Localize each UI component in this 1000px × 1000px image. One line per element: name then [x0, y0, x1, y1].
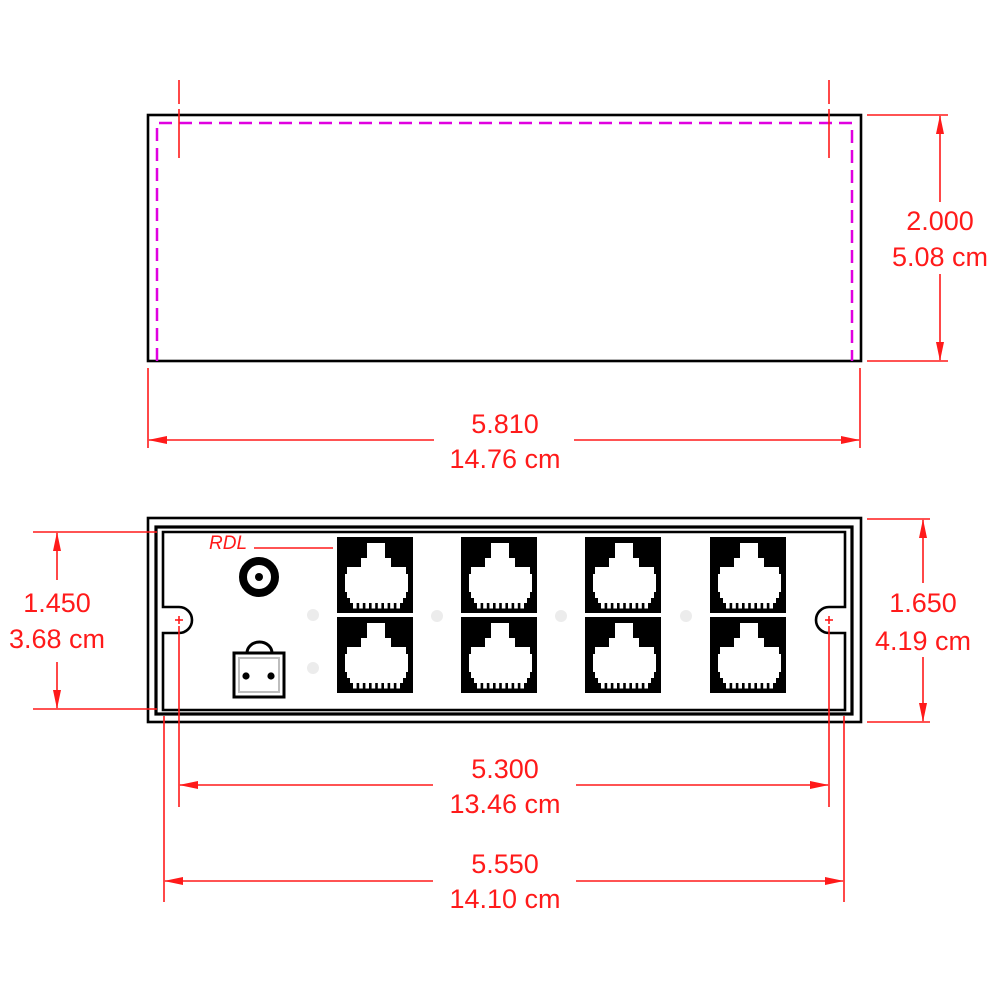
front-view-outer-outline	[146, 516, 863, 724]
arrowhead-left-icon	[164, 877, 183, 885]
bnc-connector-icon	[239, 557, 279, 597]
rj45-jack-icon	[461, 617, 537, 693]
rj45-jack-icon	[710, 617, 786, 693]
panel-height-cm: 3.68 cm	[9, 624, 105, 654]
rj45-jack-icon	[461, 537, 537, 613]
arrowhead-right-icon	[810, 781, 829, 789]
arrowhead-right-icon	[825, 877, 844, 885]
arrowhead-down-icon	[53, 690, 61, 709]
rj45-jack-icon	[585, 617, 661, 693]
arrowhead-up-icon	[936, 115, 944, 134]
arrowhead-left-icon	[179, 781, 198, 789]
face-width-inches: 5.550	[471, 849, 539, 879]
indicator-dot	[431, 610, 443, 622]
front-view-bezel-outline	[154, 525, 854, 716]
mount-spacing-inches: 5.300	[471, 754, 539, 784]
brand-label: RDL	[209, 533, 247, 554]
mounting-slot-icon	[175, 616, 183, 624]
face-width-cm: 14.10 cm	[449, 884, 560, 914]
arrowhead-up-icon	[919, 519, 927, 538]
hidden-line-outline	[155, 121, 854, 361]
indicator-dot	[307, 609, 319, 621]
front-view: RDL	[9, 516, 971, 914]
indicator-dot	[307, 662, 319, 674]
mount-spacing-cm: 13.46 cm	[449, 789, 560, 819]
front-panel-outline	[161, 530, 847, 712]
overall-height-inches: 1.650	[889, 588, 957, 618]
overall-width-inches: 5.810	[471, 409, 539, 439]
panel-height-dimension: 1.450 3.68 cm	[9, 531, 157, 710]
top-view: 2.000 5.08 cm 5.810 14.76 cm	[146, 80, 988, 474]
arrowhead-up-icon	[53, 532, 61, 551]
overall-width-cm: 14.76 cm	[449, 444, 560, 474]
rj45-jack-icon	[337, 537, 413, 613]
indicator-dot	[680, 610, 692, 622]
rj45-jack-icon	[337, 617, 413, 693]
arrowhead-right-icon	[841, 436, 860, 444]
indicator-dot	[555, 610, 567, 622]
rj45-jack-icon	[710, 537, 786, 613]
power-connector-icon	[232, 640, 286, 699]
face-width-dimension: 5.550 14.10 cm	[163, 716, 845, 914]
height-dimension-cm: 5.08 cm	[892, 242, 988, 272]
overall-width-dimension: 5.810 14.76 cm	[147, 368, 861, 474]
arrowhead-left-icon	[148, 436, 167, 444]
mounting-slot-icon	[825, 616, 833, 624]
height-dimension: 2.000 5.08 cm	[867, 114, 988, 362]
mount-spacing-dimension: 5.300 13.46 cm	[178, 626, 830, 819]
overall-height-cm: 4.19 cm	[875, 626, 971, 656]
panel-height-inches: 1.450	[23, 588, 91, 618]
arrowhead-down-icon	[919, 703, 927, 722]
overall-height-dimension: 1.650 4.19 cm	[867, 518, 971, 723]
rj45-jack-icon	[585, 537, 661, 613]
top-view-outline	[146, 113, 863, 363]
arrowhead-down-icon	[936, 342, 944, 361]
height-dimension-inches: 2.000	[906, 206, 974, 236]
